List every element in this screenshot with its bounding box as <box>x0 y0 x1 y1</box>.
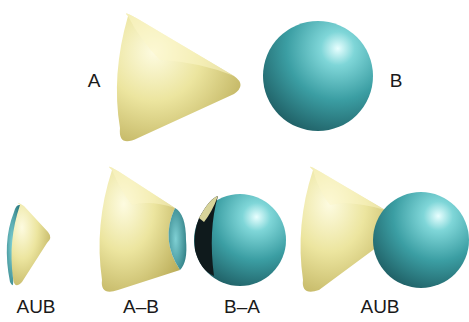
set-label: AUB <box>16 297 55 316</box>
set-label: B <box>390 71 403 90</box>
shape-a-minus-b <box>100 167 187 292</box>
set-label: AUB <box>360 297 399 316</box>
set-label: B–A <box>224 297 260 316</box>
shape-b-minus-a <box>194 194 286 286</box>
shape-a <box>117 14 241 142</box>
shape-b <box>263 21 373 131</box>
set-label: A–B <box>123 297 159 316</box>
shape-intersection <box>7 203 50 285</box>
set-label: A <box>88 71 101 90</box>
shape-union <box>301 167 469 292</box>
